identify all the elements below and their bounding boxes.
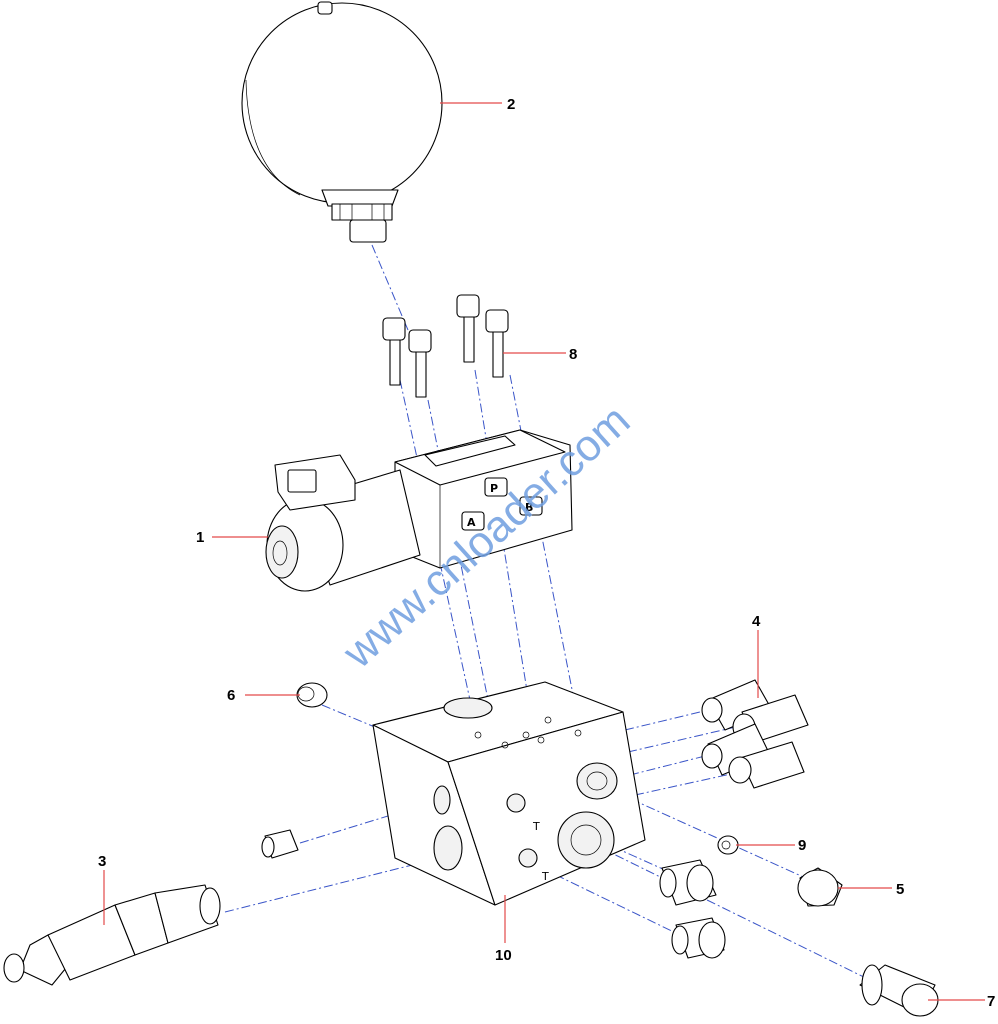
small-plug <box>717 835 739 855</box>
port-a-label: A <box>467 516 476 529</box>
callouts: 2 8 1 4 6 3 9 5 10 7 <box>98 96 995 1010</box>
plug <box>296 682 328 708</box>
callout-4: 4 <box>752 613 761 630</box>
callout-1: 1 <box>196 529 204 546</box>
cap <box>797 867 843 907</box>
fitting <box>701 723 771 776</box>
tank-port-label: T <box>532 820 540 833</box>
port-p-label: P <box>490 482 498 495</box>
callout-7: 7 <box>987 993 995 1010</box>
callout-8: 8 <box>569 346 577 363</box>
solenoid-valve: P A B <box>265 429 573 592</box>
cap-screw <box>485 309 509 378</box>
accumulator <box>241 1 443 243</box>
callout-5: 5 <box>896 881 904 898</box>
cap-screw <box>456 294 480 363</box>
callout-3: 3 <box>98 853 106 870</box>
callout-6: 6 <box>227 687 235 704</box>
tank-port-label: T <box>541 870 549 883</box>
callout-10: 10 <box>495 947 512 964</box>
callout-9: 9 <box>798 837 806 854</box>
leader-lines <box>103 102 985 1001</box>
cap-screw <box>408 329 432 398</box>
callout-2: 2 <box>507 96 515 113</box>
cap-screw <box>382 317 406 386</box>
fittings <box>701 679 809 789</box>
cap-screws <box>382 294 509 398</box>
manifold-block: T T <box>372 681 646 906</box>
side-plug <box>261 829 299 859</box>
adapter-fitting <box>659 859 717 906</box>
relief-cartridge <box>3 884 221 986</box>
fitting <box>728 741 805 789</box>
pressure-sensor <box>859 964 939 1017</box>
adapter-fitting <box>671 917 726 959</box>
adapter-fittings <box>659 859 726 959</box>
port-b-label: B <box>525 501 533 514</box>
